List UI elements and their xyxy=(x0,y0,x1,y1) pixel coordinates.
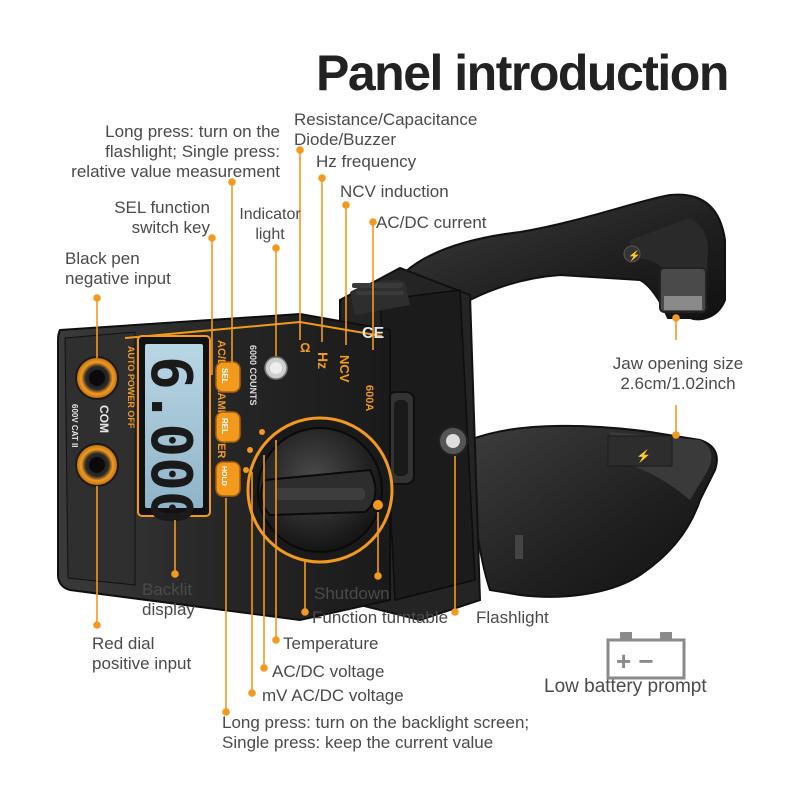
low-battery-icon: + − xyxy=(606,632,686,680)
resistance-symbol-icon: Ω xyxy=(300,340,310,355)
svg-text:REL: REL xyxy=(220,418,229,434)
svg-text:HOLD: HOLD xyxy=(220,466,227,486)
label-ac-dc-voltage: AC/DC voltage xyxy=(272,662,385,681)
label-red-dial: Red dial positive input xyxy=(92,634,192,673)
label-hz: Hz frequency xyxy=(316,152,417,171)
label-indicator: Indicator light xyxy=(239,206,301,243)
hold-button[interactable]: HOLD xyxy=(215,461,241,497)
count-text: 6000 COUNTS xyxy=(248,345,258,406)
cat-label-text: 600V CAT II xyxy=(70,404,79,447)
svg-text:SEL: SEL xyxy=(220,368,229,384)
label-flashlight-relative: Long press: turn on the flashlight; Sing… xyxy=(71,122,280,181)
label-flashlight: Flashlight xyxy=(476,608,549,627)
power-off-icon xyxy=(373,500,383,510)
label-black-pen: Black pen negative input xyxy=(65,249,171,288)
svg-text:+ −: + − xyxy=(616,646,654,676)
auto-off-text: AUTO POWER OFF xyxy=(126,346,136,429)
leader-lines xyxy=(93,146,680,716)
label-backlight-hold: Long press: turn on the backlight screen… xyxy=(222,713,530,752)
com-jack xyxy=(75,356,119,400)
clamp-jaw-lower: ⚡ xyxy=(468,424,718,598)
com-label-text: COM xyxy=(97,405,111,433)
svg-text:⚡: ⚡ xyxy=(636,449,651,463)
rel-button[interactable]: REL xyxy=(215,411,241,443)
v-ohm-jack xyxy=(75,443,119,487)
page-title: Panel introduction xyxy=(316,45,729,101)
function-turntable[interactable] xyxy=(243,416,394,564)
lcd-reading: 6.000 xyxy=(138,356,203,525)
clamp-jaw-upper: ⚡ xyxy=(403,193,726,321)
label-mv-voltage: mV AC/DC voltage xyxy=(262,686,404,705)
hz-symbol-text: Hz xyxy=(315,352,331,369)
svg-text:⚡: ⚡ xyxy=(628,249,640,262)
label-low-battery: Low battery prompt xyxy=(544,676,707,697)
sel-button[interactable]: SEL xyxy=(215,361,241,393)
label-ncv: NCV induction xyxy=(340,182,449,201)
label-temperature: Temperature xyxy=(283,634,379,653)
label-jaw: Jaw opening size 2.6cm/1.02inch xyxy=(612,354,744,393)
lcd-display: 6.000 xyxy=(137,335,211,525)
label-shutdown: Shutdown xyxy=(314,584,390,603)
current-symbol-text: 600A xyxy=(363,385,375,411)
ncv-symbol-text: NCV xyxy=(337,355,352,383)
label-acdc-current: AC/DC current xyxy=(376,213,487,232)
label-turntable: Function turntable xyxy=(312,608,449,627)
label-resistance: Resistance/Capacitance Diode/Buzzer xyxy=(294,110,478,149)
label-sel-key: SEL function switch key xyxy=(114,198,210,237)
label-backlit: Backlit display xyxy=(142,580,195,619)
